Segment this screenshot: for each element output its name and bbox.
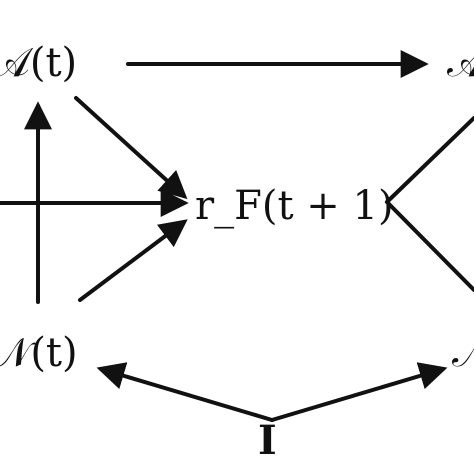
edge-i-to-n <box>96 362 274 422</box>
node-rf: r_F(t + 1) <box>195 183 394 229</box>
edge-rf-to-a-next <box>385 116 474 204</box>
edge-a-to-rf <box>74 96 188 200</box>
node-n-t: 𝒩(t) <box>0 330 78 376</box>
edge-n-to-rf <box>78 219 188 302</box>
node-a-t: 𝒜(t) <box>0 40 77 86</box>
edge-i-to-n-next <box>270 362 448 422</box>
node-a-next: 𝒜 <box>447 40 474 86</box>
node-i: I <box>258 417 277 464</box>
edge-rf-to-n-next <box>385 200 474 292</box>
node-n-next: 𝒩 <box>452 330 474 376</box>
